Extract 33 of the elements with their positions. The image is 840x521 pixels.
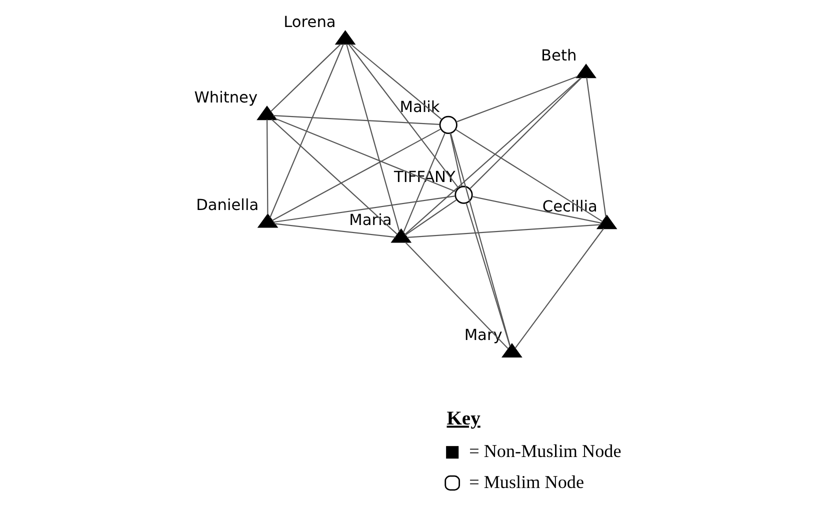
node-label: Beth [541, 46, 577, 64]
connector [466, 202, 510, 346]
node-label: Whitney [194, 88, 258, 106]
connector [455, 128, 603, 222]
legend-label: = Non-Muslim Node [469, 440, 622, 461]
connector [404, 241, 509, 349]
connector [470, 76, 582, 188]
legend-label: = Muslim Node [469, 471, 584, 492]
connector [270, 43, 344, 218]
node-label: Lorena [284, 12, 336, 30]
connector [514, 228, 604, 348]
connector [276, 118, 456, 192]
connector [350, 43, 442, 120]
connector [404, 76, 582, 234]
connector [274, 222, 396, 238]
connector [266, 119, 268, 214]
connector [456, 75, 578, 122]
node-circle [454, 185, 473, 204]
connector [273, 114, 440, 125]
connector [404, 198, 457, 236]
connector [348, 43, 460, 188]
connector [407, 224, 600, 238]
connector [346, 43, 400, 232]
connector [273, 195, 456, 222]
connector [586, 77, 606, 216]
connector [270, 43, 342, 112]
connector [272, 128, 441, 220]
connector [271, 118, 398, 234]
label: Key [446, 408, 480, 430]
connector [450, 132, 462, 186]
node-label: Daniella [196, 196, 259, 214]
node-circle [439, 115, 458, 134]
connector [450, 132, 511, 346]
